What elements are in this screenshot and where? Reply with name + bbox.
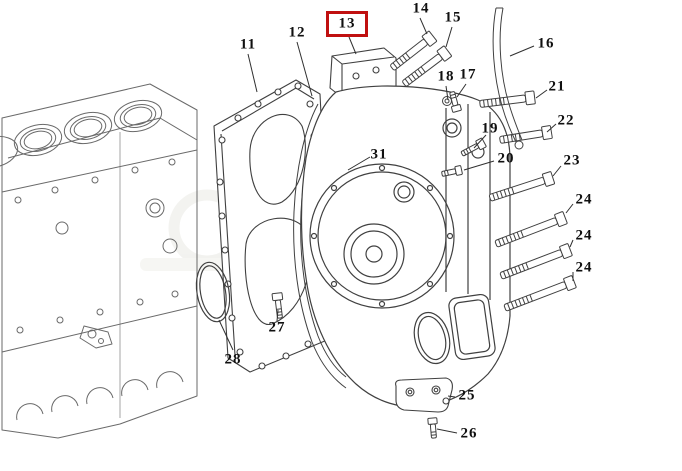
part-label-22: 22 <box>557 112 575 129</box>
washer-18-drawing <box>442 96 452 106</box>
part-label-20: 20 <box>497 150 515 167</box>
bolt-24c-drawing <box>502 274 577 315</box>
part-label-23: 23 <box>563 152 581 169</box>
part-label-25: 25 <box>458 387 476 404</box>
part-label-24a: 24 <box>575 191 593 208</box>
engine-block-drawing <box>0 83 198 439</box>
part-label-11: 11 <box>239 36 257 53</box>
part-label-13: 13 <box>338 15 356 32</box>
part-label-24c: 24 <box>575 259 593 276</box>
part-label-27: 27 <box>268 319 286 336</box>
part-label-15: 15 <box>444 9 462 26</box>
part-label-21: 21 <box>548 78 566 95</box>
part-label-26: 26 <box>460 425 478 442</box>
part-label-24b: 24 <box>575 227 593 244</box>
part-label-19: 19 <box>481 120 499 137</box>
part-label-28: 28 <box>224 351 242 368</box>
part-label-31: 31 <box>370 146 388 163</box>
gasket-plate-11-drawing <box>213 79 333 373</box>
cover-plate-25-drawing <box>395 377 453 413</box>
part-label-17: 17 <box>459 66 477 83</box>
timing-housing-drawing <box>300 85 511 408</box>
highlight-box-13 <box>326 11 368 37</box>
oring-28-drawing <box>195 261 231 323</box>
tube-16-drawing <box>492 7 524 150</box>
leader-lines <box>218 17 574 434</box>
part-label-18: 18 <box>437 68 455 85</box>
part-label-12: 12 <box>288 24 306 41</box>
bolt-26-drawing <box>427 417 439 439</box>
part-label-14: 14 <box>412 0 430 17</box>
part-label-16: 16 <box>537 35 555 52</box>
